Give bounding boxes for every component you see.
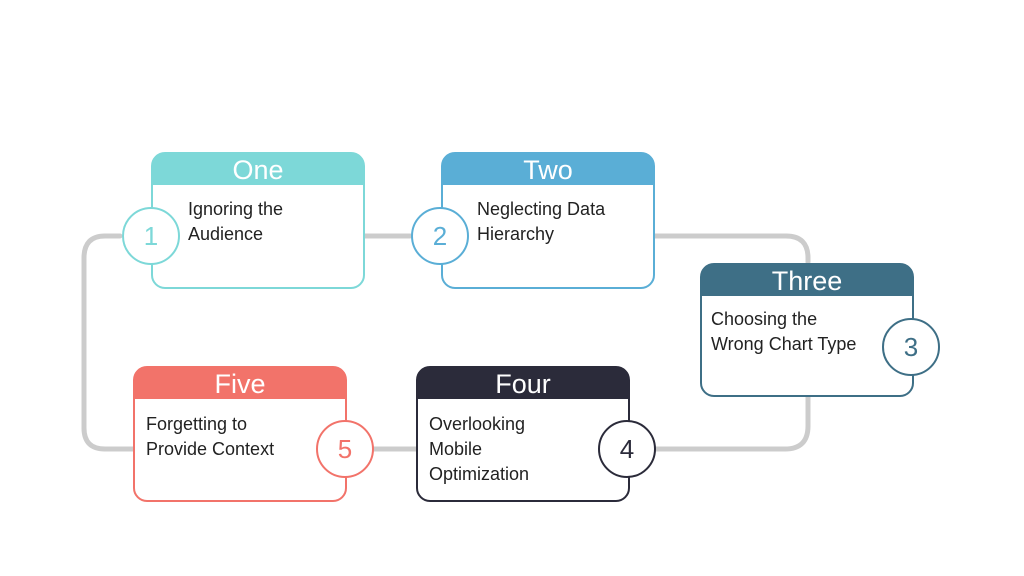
step-text: Neglecting Data Hierarchy [477, 199, 606, 244]
step-title: Two [442, 153, 654, 185]
step-number-badge-4: 4 [598, 420, 656, 478]
step-number-badge-3: 3 [882, 318, 940, 376]
step-card-four: Four Overlooking Mobile Optimization [416, 366, 630, 502]
step-number-badge-2: 2 [411, 207, 469, 265]
step-card-three: Three Choosing the Wrong Chart Type [700, 263, 914, 397]
step-card-five: Five Forgetting to Provide Context [133, 366, 347, 502]
step-text: Ignoring the Audience [188, 199, 284, 244]
step-number-badge-1: 1 [122, 207, 180, 265]
step-text: Overlooking Mobile Optimization [429, 414, 530, 484]
step-title: Five [134, 367, 346, 399]
step-text: Forgetting to Provide Context [146, 414, 275, 459]
step-text: Choosing the Wrong Chart Type [711, 309, 857, 354]
step-title: Three [701, 264, 913, 296]
step-card-two: Two Neglecting Data Hierarchy [441, 152, 655, 289]
step-title: Four [417, 367, 629, 399]
step-title: One [152, 153, 364, 185]
step-number-badge-5: 5 [316, 420, 374, 478]
step-card-one: One Ignoring the Audience [151, 152, 365, 289]
